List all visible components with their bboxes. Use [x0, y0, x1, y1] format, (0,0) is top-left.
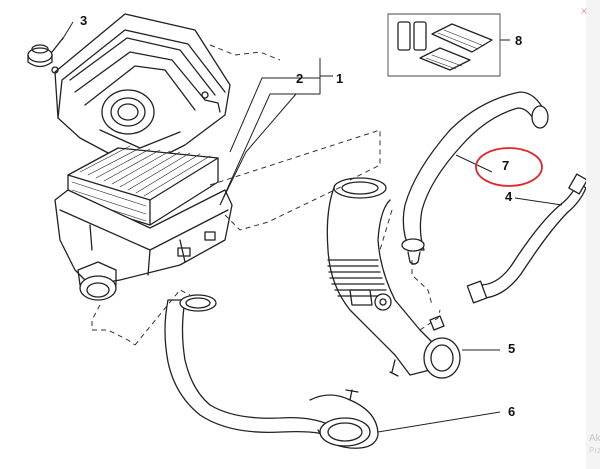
viewer-scroll-strip[interactable] — [586, 0, 600, 469]
close-icon[interactable]: × — [580, 4, 588, 18]
hose-part-7 — [401, 91, 549, 265]
airbox-cover-part — [51, 13, 231, 163]
callout-6: 6 — [508, 404, 516, 419]
filter-set-inset — [387, 13, 501, 77]
intake-tube-part-5 — [326, 177, 461, 379]
grommet-part — [27, 37, 64, 68]
airbox-housing-part — [54, 189, 233, 301]
callout-4: 4 — [505, 189, 513, 204]
hose-part-4 — [466, 173, 588, 304]
duct-part-6 — [164, 294, 379, 449]
callout-5: 5 — [508, 341, 516, 356]
callout-1: 1 — [336, 71, 344, 86]
watermark-subtext: Prze — [589, 446, 600, 455]
callout-7: 7 — [502, 158, 510, 173]
callout-2: 2 — [296, 71, 304, 86]
callout-8: 8 — [515, 33, 523, 48]
highlight-circle — [475, 147, 543, 187]
callout-3: 3 — [80, 13, 88, 28]
watermark-text: Ak — [589, 433, 600, 444]
